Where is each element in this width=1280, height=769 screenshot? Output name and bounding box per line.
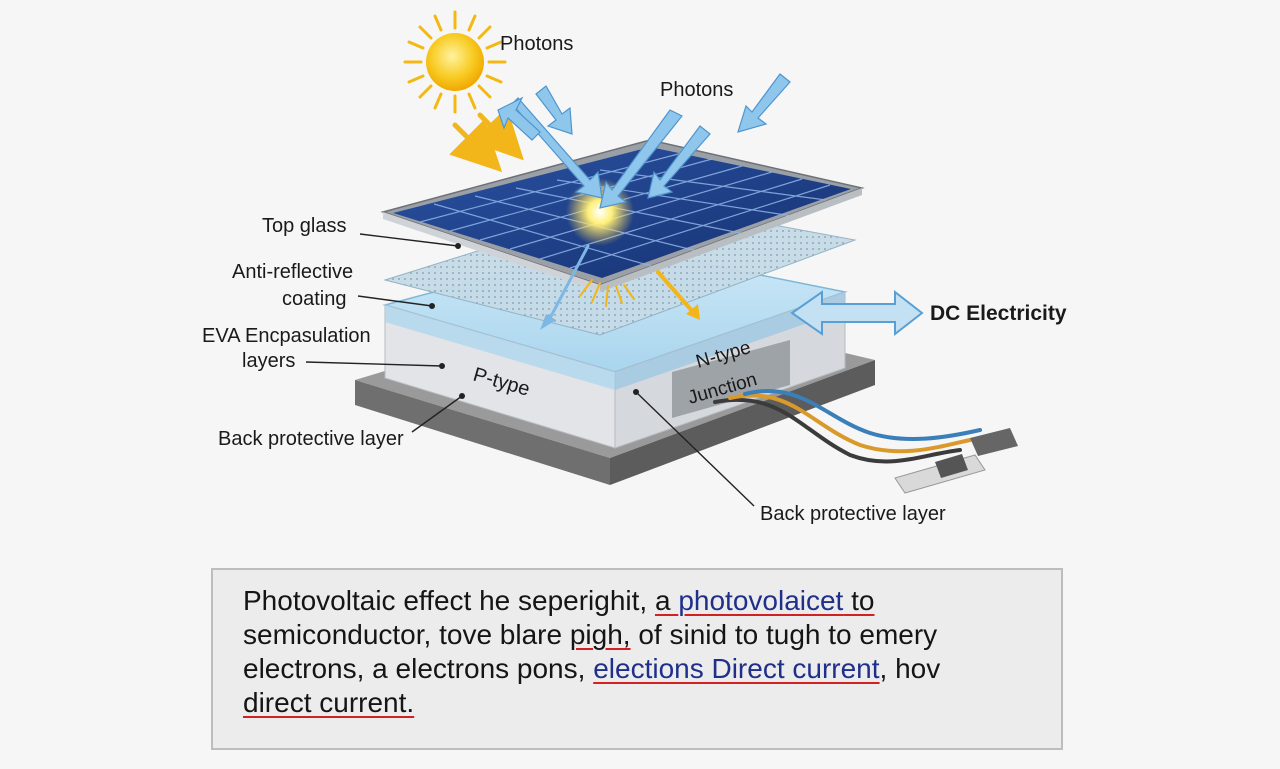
caption-underlined-text: pigh, [569, 619, 631, 650]
caption-text: electrons, a electrons pons, [243, 653, 594, 684]
dc-electricity-arrow [790, 289, 924, 337]
anti-reflective-label-line2: coating [282, 288, 347, 310]
caption-underlined-text: to [843, 585, 875, 616]
sun-icon [403, 10, 507, 114]
back-protective-label-right: Back protective layer [760, 503, 946, 525]
photons-label-2: Photons [660, 79, 733, 101]
caption-text: semiconductor, tove blare [243, 619, 570, 650]
callout-lines [305, 233, 755, 507]
caption-text: of sinid to tugh to emery [630, 619, 938, 650]
caption-line-2: semiconductor, tove blare pigh, of sinid… [243, 618, 1033, 652]
anti-reflective-label-line1: Anti-reflective [232, 261, 353, 283]
back-protective-label-left: Back protective layer [218, 428, 404, 450]
caption-text: Photovoltaic effect he seperighit, [243, 585, 655, 616]
output-wires [713, 388, 1018, 494]
sun-rays [449, 107, 524, 173]
caption-text: , hov [879, 653, 941, 684]
caption-line-4: direct current. [243, 686, 1033, 720]
eva-label-line2: layers [242, 350, 295, 372]
photons-label-1: Photons [500, 33, 573, 55]
caption-link[interactable]: elections Direct current [593, 653, 880, 684]
caption-link[interactable]: photovolaicet [678, 585, 844, 616]
dc-electricity-label: DC Electricity [930, 302, 1067, 325]
solar-cell-diagram: Photons Photons Top glass Anti-reflectiv… [202, 10, 1067, 525]
photon-arrows [497, 73, 791, 209]
photon-transmission-arrows [540, 244, 700, 330]
caption-underlined-text: a [654, 585, 679, 616]
top-glass-label: Top glass [262, 215, 347, 237]
caption-line-1: Photovoltaic effect he seperighit, a pho… [243, 584, 1033, 618]
caption-line-3: electrons, a electrons pons, elections D… [243, 652, 1033, 686]
caption-underlined-text: direct current. [243, 687, 415, 718]
caption-box: Photovoltaic effect he seperighit, a pho… [211, 568, 1063, 750]
eva-label-line1: EVA Encpasulation [202, 325, 371, 347]
